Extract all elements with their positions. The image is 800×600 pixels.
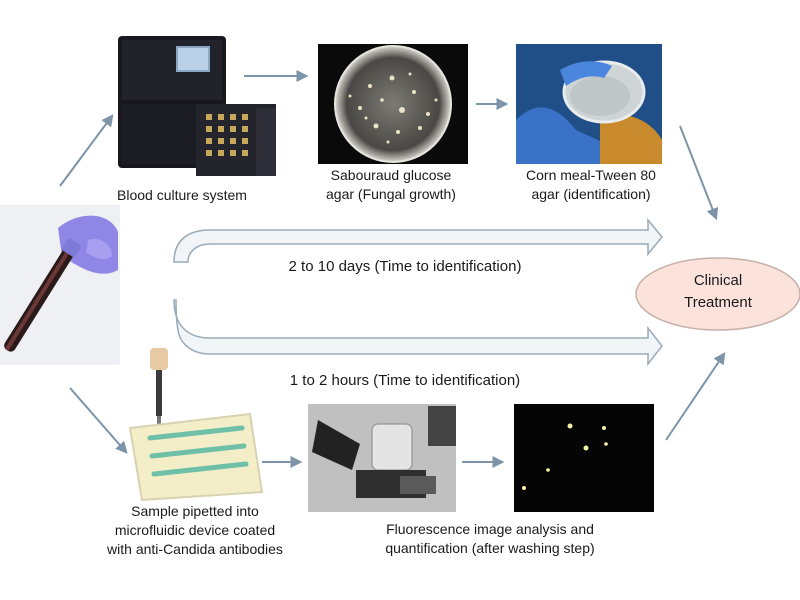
blood-tube-photo [0,205,120,365]
sabouraud-caption-line-1: Sabouraud glucose [330,167,452,183]
arrow-cornmeal-to-treatment [679,125,719,221]
cornmeal-agar-photo [516,44,662,164]
cornmeal-caption-line-2: agar (identification) [531,186,651,202]
timebar-microfluidic [173,299,663,367]
timebar-conventional [173,217,663,263]
conventional-time-label: 2 to 10 days (Time to identification) [288,258,522,275]
microfluidic-device-photo [128,348,264,502]
device-caption-line-3: with anti-Candida antibodies [107,541,283,557]
device-caption: Sample pipetted into microfluidic device… [70,502,320,559]
fluorescence-image-photo [514,404,654,512]
microscope-caption: Fluorescence image analysis and quantifi… [340,520,640,558]
device-caption-line-2: microfluidic device coated [114,522,276,538]
blood-culture-caption: Blood culture system [82,186,282,205]
clinical-treatment-line-2: Treatment [684,294,752,311]
arrow-tube-to-device [69,387,128,454]
arrow-image-to-treatment [665,352,726,441]
microfluidic-time-label: 1 to 2 hours (Time to identification) [289,372,521,389]
blood-culture-caption-text: Blood culture system [117,187,247,203]
arrow-tube-to-culture [59,114,114,187]
clinical-treatment-ellipse [635,257,800,331]
cornmeal-caption: Corn meal-Tween 80 agar (identification) [496,166,686,204]
microscope-caption-line-1: Fluorescence image analysis and [386,521,594,537]
clinical-treatment-label: Clinical Treatment [636,270,800,314]
cornmeal-caption-line-1: Corn meal-Tween 80 [526,167,656,183]
sabouraud-agar-photo [318,44,468,164]
fluorescence-microscope-photo [308,404,456,512]
clinical-treatment-line-1: Clinical [693,272,743,289]
microscope-caption-line-2: quantification (after washing step) [385,540,595,556]
device-caption-line-1: Sample pipetted into [131,503,259,519]
sabouraud-caption: Sabouraud glucose agar (Fungal growth) [296,166,486,204]
blood-culture-system-photo [118,36,276,176]
sabouraud-caption-line-2: agar (Fungal growth) [326,186,456,202]
